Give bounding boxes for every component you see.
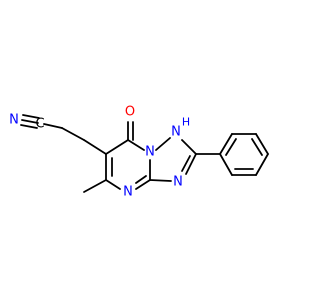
phenyl-bond-1-inner bbox=[225, 138, 237, 156]
bond-c5-n4 bbox=[105, 179, 121, 190]
bond-c6-ch2a bbox=[83, 139, 107, 155]
bond-nitrile-triple-3 bbox=[20, 124, 38, 129]
bond-c7-c6 bbox=[105, 139, 129, 155]
atom-n1-h: H bbox=[182, 116, 190, 129]
bond-n4-c3a bbox=[135, 179, 151, 190]
bond-c2-n3-inner bbox=[181, 155, 191, 172]
phenyl-bond-1 bbox=[219, 133, 233, 155]
bond-nitrile-triple-2 bbox=[22, 114, 40, 119]
phenyl-bond-4 bbox=[255, 153, 269, 176]
bond-n8-c7 bbox=[127, 139, 145, 151]
atom-n-nitrile: N bbox=[9, 113, 19, 128]
atom-n-bridge: N bbox=[145, 145, 155, 160]
bond-n4-c3a-inner bbox=[135, 175, 147, 184]
bond-n8-n1 bbox=[155, 137, 171, 151]
phenyl-bond-3 bbox=[255, 133, 269, 155]
bond-ch2b-cn bbox=[43, 123, 63, 129]
atom-n-triazole: N bbox=[173, 175, 183, 190]
phenyl-bond-3-inner bbox=[251, 138, 263, 156]
atom-c-nitrile: C bbox=[35, 117, 44, 132]
bond-nitrile-triple-1 bbox=[21, 119, 39, 124]
atom-n-pyrimidine: N bbox=[123, 185, 133, 200]
atom-oxygen: O bbox=[125, 105, 135, 120]
atom-n1: N bbox=[171, 125, 181, 140]
phenyl-bond-6 bbox=[219, 153, 233, 176]
bond-n3-c3a bbox=[149, 179, 172, 182]
bond-n1-c2 bbox=[181, 139, 197, 155]
bond-c5-methyl bbox=[83, 179, 107, 193]
molecule-canvas: O N H N N N N C bbox=[9, 104, 269, 200]
molecule-structure: O N H N N N N C bbox=[9, 105, 269, 200]
bond-c2-n3 bbox=[185, 153, 197, 175]
bond-ch2a-ch2b bbox=[61, 127, 85, 141]
